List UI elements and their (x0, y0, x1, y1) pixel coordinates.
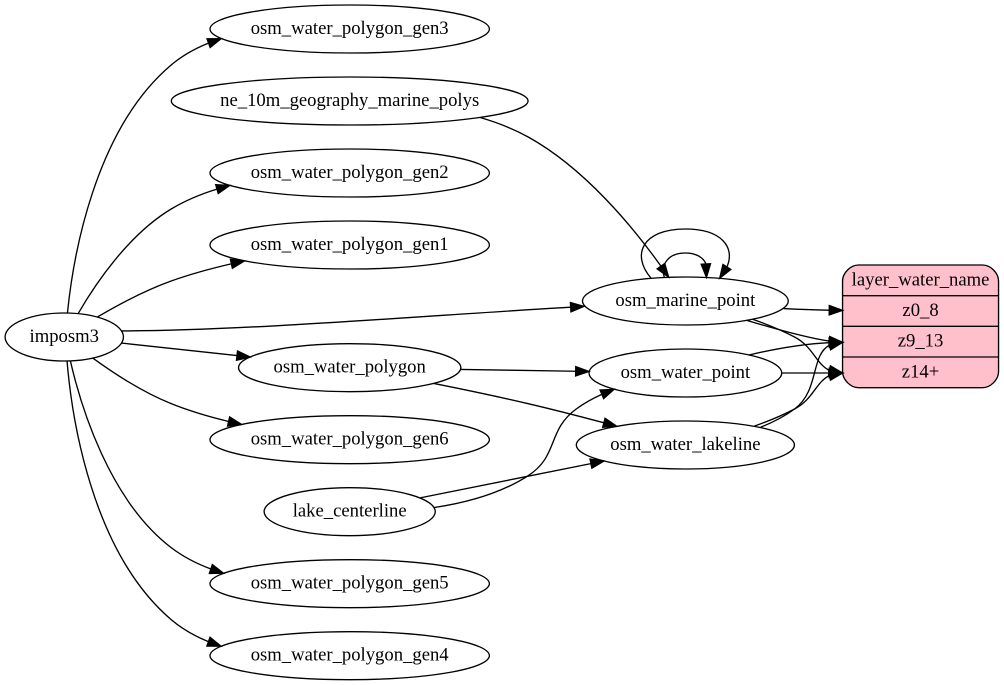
svg-text:osm_water_polygon_gen5: osm_water_polygon_gen5 (251, 573, 449, 594)
svg-text:z14+: z14+ (902, 361, 939, 382)
svg-text:osm_water_polygon_gen4: osm_water_polygon_gen4 (251, 645, 450, 666)
svg-text:osm_water_polygon: osm_water_polygon (274, 357, 427, 378)
svg-text:imposm3: imposm3 (30, 326, 99, 347)
svg-text:z9_13: z9_13 (898, 331, 944, 352)
svg-text:osm_water_lakeline: osm_water_lakeline (610, 434, 760, 455)
svg-text:osm_water_polygon_gen3: osm_water_polygon_gen3 (251, 18, 449, 39)
svg-text:osm_water_polygon_gen6: osm_water_polygon_gen6 (251, 429, 449, 450)
svg-text:osm_water_polygon_gen2: osm_water_polygon_gen2 (251, 162, 449, 183)
svg-text:osm_marine_point: osm_marine_point (615, 290, 756, 311)
svg-text:lake_centerline: lake_centerline (293, 501, 407, 522)
svg-text:ne_10m_geography_marine_polys: ne_10m_geography_marine_polys (220, 90, 479, 111)
svg-text:osm_water_point: osm_water_point (621, 362, 751, 383)
svg-text:osm_water_polygon_gen1: osm_water_polygon_gen1 (251, 234, 449, 255)
svg-text:layer_water_name: layer_water_name (852, 269, 990, 290)
svg-text:z0_8: z0_8 (902, 300, 938, 321)
